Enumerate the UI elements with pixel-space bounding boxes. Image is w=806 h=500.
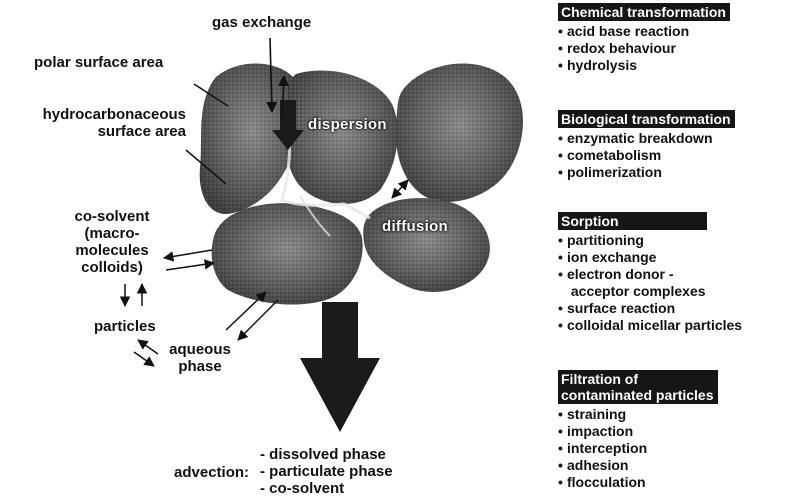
cosolvent-line4: colloids) (56, 259, 168, 276)
list-item: •polimerization (558, 164, 735, 181)
advection-label: advection: (174, 464, 249, 481)
advection-item-cosolvent: - co-solvent (260, 480, 393, 497)
process-biological: Biological transformation •enzymatic bre… (558, 110, 735, 181)
advection-items: - dissolved phase - particulate phase - … (260, 446, 393, 497)
list-item: •straining (558, 406, 718, 423)
list-item: •redox behaviour (558, 40, 730, 57)
aqueous-arrow-up (226, 292, 266, 330)
cosolvent-line1: co-solvent (56, 208, 168, 225)
cosolvent-line2: (macro- (56, 225, 168, 242)
list-item: •acid base reaction (558, 23, 730, 40)
list-item: •flocculation (558, 474, 718, 491)
hydrocarbonaceous-line1: hydrocarbonaceous (30, 106, 186, 123)
list-item: •electron donor - (558, 266, 742, 283)
process-biological-list: •enzymatic breakdown •cometabolism •poli… (558, 130, 735, 181)
cosolvent-arrow-in (164, 250, 212, 258)
soil-grains (200, 63, 523, 304)
process-chemical: Chemical transformation •acid base react… (558, 3, 730, 74)
list-item: •partitioning (558, 232, 742, 249)
advection-arrow (300, 302, 380, 432)
particles-aqueous-arrow-2 (134, 352, 154, 366)
cosolvent-label: co-solvent (macro- molecules colloids) (56, 208, 168, 276)
list-item: •colloidal micellar particles (558, 317, 742, 334)
process-sorption-header: Sorption (558, 212, 707, 230)
list-item: •surface reaction (558, 300, 742, 317)
particles-label: particles (94, 318, 156, 335)
aqueous-phase-label: aqueous phase (160, 341, 240, 375)
process-chemical-list: •acid base reaction •redox behaviour •hy… (558, 23, 730, 74)
list-item: •cometabolism (558, 147, 735, 164)
cosolvent-line3: molecules (56, 242, 168, 259)
process-filtration-list: •straining •impaction •interception •adh… (558, 406, 718, 491)
aqueous-line2: phase (160, 358, 240, 375)
process-chemical-header: Chemical transformation (558, 3, 730, 21)
process-filtration: Filtration of contaminated particles •st… (558, 370, 718, 491)
aqueous-arrow-down (238, 300, 278, 340)
list-item: •hydrolysis (558, 57, 730, 74)
particles-aqueous-arrow-1 (138, 340, 158, 354)
process-biological-header: Biological transformation (558, 110, 735, 128)
list-item: •enzymatic breakdown (558, 130, 735, 147)
polar-surface-area-label: polar surface area (34, 54, 163, 71)
process-filtration-header: Filtration of contaminated particles (558, 370, 718, 404)
cosolvent-arrow-out (166, 263, 214, 270)
diffusion-label: diffusion (382, 218, 448, 235)
advection-item-particulate: - particulate phase (260, 463, 393, 480)
process-sorption: Sorption •partitioning •ion exchange •el… (558, 212, 742, 334)
list-item: •ion exchange (558, 249, 742, 266)
gas-exchange-label: gas exchange (212, 14, 311, 31)
list-item: •impaction (558, 423, 718, 440)
list-item: acceptor complexes (558, 283, 742, 300)
diffusion-arrow (392, 180, 408, 198)
hydrocarbonaceous-label: hydrocarbonaceous surface area (30, 106, 186, 140)
process-sorption-list: •partitioning •ion exchange •electron do… (558, 232, 742, 334)
advection-item-dissolved: - dissolved phase (260, 446, 393, 463)
dispersion-label: dispersion (308, 116, 387, 133)
list-item: •interception (558, 440, 718, 457)
hydrocarbonaceous-line2: surface area (30, 123, 186, 140)
list-item: •adhesion (558, 457, 718, 474)
aqueous-line1: aqueous (160, 341, 240, 358)
